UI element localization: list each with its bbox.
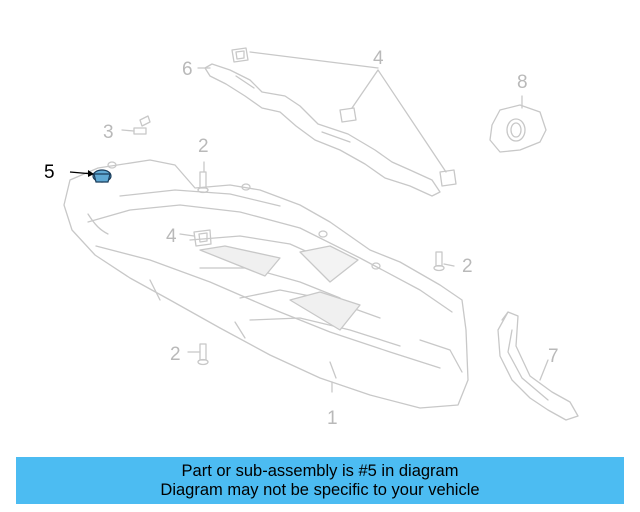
under-cover-part-1 <box>63 159 469 409</box>
info-banner: Part or sub-assembly is #5 in diagram Di… <box>16 457 624 504</box>
support-bar-part-6 <box>204 63 441 197</box>
callout-7: 7 <box>548 346 559 367</box>
callout-3: 3 <box>103 122 114 143</box>
side-bracket-part-7 <box>497 311 579 421</box>
parts-diagram: 6 4 8 3 2 5 4 2 2 7 1 <box>44 47 579 429</box>
callout-1: 1 <box>327 408 338 429</box>
callout-2-bottom: 2 <box>170 344 181 365</box>
clip-part-5-highlighted[interactable] <box>69 169 112 183</box>
screw-part-3 <box>133 115 151 135</box>
clip-part-4 <box>193 47 457 247</box>
callout-6: 6 <box>182 59 193 80</box>
callout-2-right: 2 <box>462 256 473 277</box>
leader-lines <box>121 51 549 393</box>
bracket-part-8 <box>489 104 547 153</box>
banner-line-2: Diagram may not be specific to your vehi… <box>160 480 480 499</box>
callout-4-top: 4 <box>373 48 384 69</box>
callout-4-left: 4 <box>166 226 177 247</box>
callout-8: 8 <box>517 72 528 93</box>
callout-2-top: 2 <box>198 136 209 157</box>
banner-line-1: Part or sub-assembly is #5 in diagram <box>181 461 459 480</box>
callout-5[interactable]: 5 <box>44 162 55 183</box>
